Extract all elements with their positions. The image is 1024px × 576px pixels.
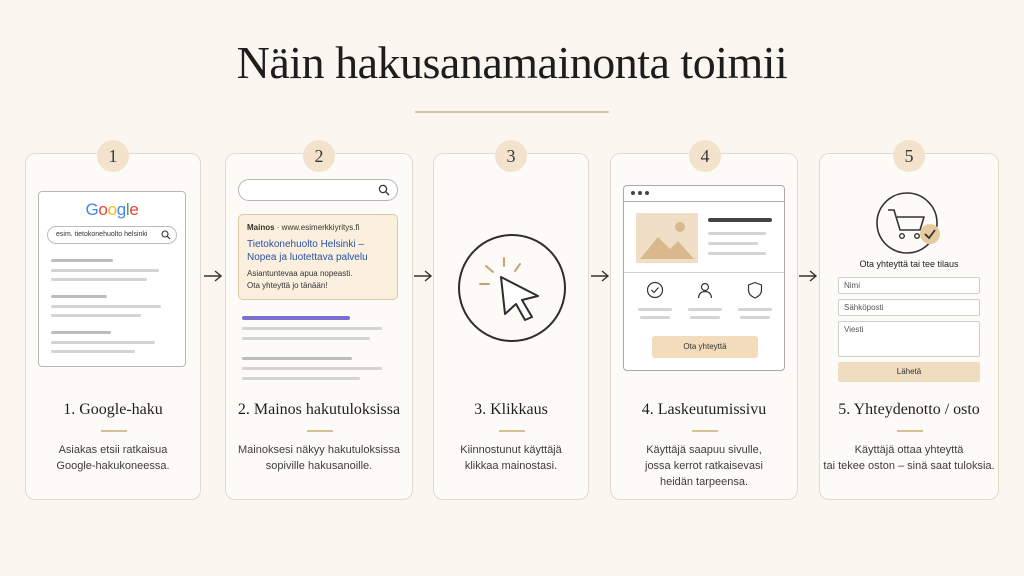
- message-placeholder: Viesti: [844, 325, 864, 334]
- result-line: [51, 314, 141, 317]
- arrow-right-icon: [591, 270, 610, 282]
- window-dot: [631, 191, 635, 195]
- google-logo: Google: [85, 200, 139, 219]
- step-number-badge: 4: [689, 140, 721, 172]
- arrow-right-icon: [204, 270, 223, 282]
- step-card-1: Google esim. tietokonehuolto helsinki 1.…: [25, 153, 201, 500]
- result-line: [242, 327, 382, 330]
- step-card-2: Mainos · www.esimerkkiyritys.fi Tietokon…: [225, 153, 413, 500]
- search-icon: [161, 230, 171, 240]
- step-card-5: Ota yhteyttä tai tee tilaus Nimi Sähköpo…: [819, 153, 999, 500]
- step-title: 2. Mainos hakutuloksissa: [237, 401, 401, 418]
- search-text: esim. tietokonehuolto helsinki: [56, 231, 148, 238]
- check-circle-icon: [646, 281, 664, 299]
- shield-icon: [747, 281, 763, 299]
- step-description: Käyttäjä ottaa yhteyttä tai tekee oston …: [823, 444, 995, 472]
- name-placeholder: Nimi: [844, 281, 860, 290]
- ad-url: · www.esimerkkiyritys.fi: [276, 223, 360, 232]
- result-line: [242, 337, 370, 340]
- step-description: Kiinnostunut käyttäjä klikkaa mainostasi…: [460, 444, 562, 472]
- result-line: [51, 350, 135, 353]
- email-field[interactable]: Sähköposti: [838, 299, 980, 316]
- shopping-cart-icon: [876, 192, 940, 254]
- divider-line: [624, 272, 784, 273]
- step-number-badge: 1: [97, 140, 129, 172]
- email-placeholder: Sähköposti: [844, 303, 884, 312]
- step-divider: [897, 430, 923, 432]
- step-title: 1. Google-haku: [63, 401, 163, 418]
- step-title: 5. Yhteydenotto / osto: [838, 401, 980, 418]
- text-line: [708, 242, 758, 245]
- step-number-badge: 5: [893, 140, 925, 172]
- feature-line: [638, 308, 672, 311]
- result-line: [51, 259, 113, 262]
- step-description: Asiakas etsii ratkaisua Google-hakukonee…: [56, 444, 170, 472]
- result-highlight-line: [242, 316, 350, 320]
- user-icon: [697, 282, 713, 299]
- feature-line: [688, 308, 722, 311]
- search-ad[interactable]: Mainos · www.esimerkkiyritys.fi Tietokon…: [238, 214, 398, 300]
- result-line: [51, 305, 161, 308]
- submit-button[interactable]: Lähetä: [838, 362, 980, 382]
- text-line: [708, 232, 766, 235]
- result-line: [51, 331, 111, 334]
- form-title: Ota yhteyttä tai tee tilaus: [859, 259, 959, 269]
- browser-bar: [624, 186, 784, 202]
- search-icon: [378, 184, 390, 196]
- image-placeholder-icon: [636, 213, 698, 263]
- message-field[interactable]: Viesti: [838, 321, 980, 357]
- step-card-3: 3. Klikkaus Kiinnostunut käyttäjä klikka…: [433, 153, 589, 500]
- click-circle: [458, 234, 566, 342]
- feature-line: [690, 316, 720, 319]
- check-badge-icon: [920, 224, 940, 244]
- search-input[interactable]: [238, 179, 398, 201]
- step-title: 4. Laskeutumissivu: [641, 401, 767, 418]
- landing-page-mockup: Ota yhteyttä: [623, 185, 785, 371]
- arrow-right-icon: [799, 270, 818, 282]
- result-line: [51, 295, 107, 298]
- feature-line: [640, 316, 670, 319]
- step-description: Käyttäjä saapuu sivulle, jossa kerrot ra…: [645, 444, 763, 488]
- step-divider: [307, 430, 333, 432]
- ad-label: Mainos: [247, 223, 275, 232]
- step-title: 3. Klikkaus: [474, 401, 548, 418]
- step-number-badge: 2: [303, 140, 335, 172]
- step-divider: [101, 430, 127, 432]
- search-input[interactable]: esim. tietokonehuolto helsinki: [47, 226, 177, 244]
- step-divider: [499, 430, 525, 432]
- title-divider: [415, 111, 609, 113]
- heading-line: [708, 218, 772, 222]
- step-card-4: Ota yhteyttä 4. Laskeutumissivu Käyttäjä…: [610, 153, 798, 500]
- name-field[interactable]: Nimi: [838, 277, 980, 294]
- result-line: [242, 357, 352, 360]
- ad-body: Asiantuntevaa apua nopeasti. Ota yhteytt…: [247, 269, 353, 290]
- step-description: Mainoksesi näkyy hakutuloksissa sopivill…: [237, 444, 401, 472]
- window-dot: [638, 191, 642, 195]
- step-divider: [692, 430, 718, 432]
- page-title: Näin hakusanamainonta toimii: [236, 37, 788, 88]
- result-line: [51, 269, 159, 272]
- browser-mockup: Google esim. tietokonehuolto helsinki: [38, 191, 186, 367]
- contact-button[interactable]: Ota yhteyttä: [652, 336, 758, 358]
- step-number-badge: 3: [495, 140, 527, 172]
- window-dot: [645, 191, 649, 195]
- result-line: [51, 278, 147, 281]
- ad-headline[interactable]: Tietokonehuolto Helsinki – Nopea ja luot…: [247, 239, 368, 263]
- result-line: [242, 377, 360, 380]
- text-line: [708, 252, 766, 255]
- ad-meta: Mainos · www.esimerkkiyritys.fi: [247, 223, 389, 232]
- result-line: [51, 341, 155, 344]
- feature-line: [740, 316, 770, 319]
- arrow-right-icon: [414, 270, 433, 282]
- feature-line: [738, 308, 772, 311]
- result-line: [242, 367, 382, 370]
- cursor-click-icon: [479, 257, 539, 321]
